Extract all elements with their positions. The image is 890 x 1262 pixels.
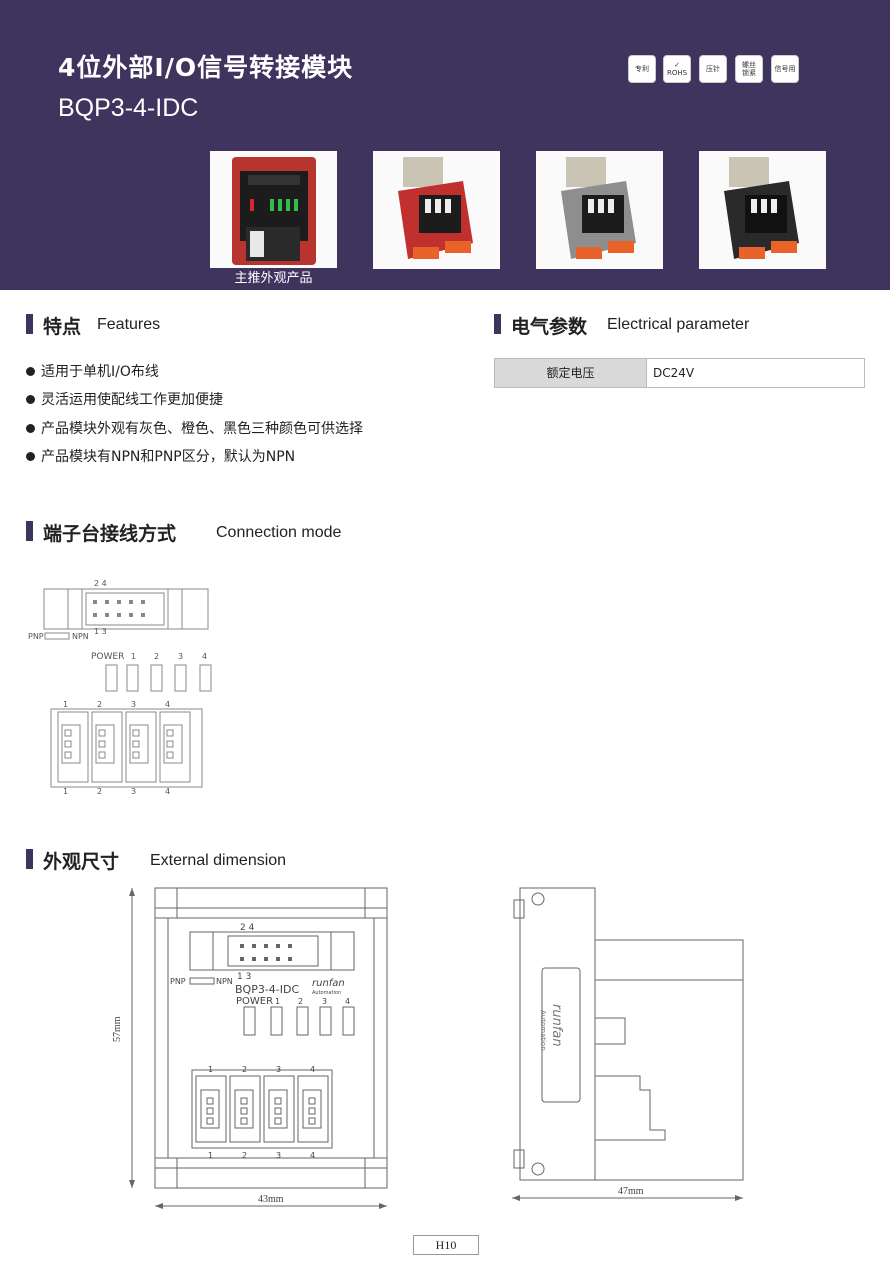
terminal-number-top: 1 — [208, 1065, 213, 1074]
rohs-badge-icon: ✓ROHS — [663, 55, 691, 83]
dimension-title: 外观尺寸 — [43, 851, 120, 873]
terminal-number-bottom: 2 — [242, 1151, 247, 1160]
led-number: 3 — [178, 652, 183, 661]
terminal-number-top: 4 — [165, 700, 170, 709]
pin-label-bottom: 1 3 — [94, 627, 107, 636]
connection-diagram: 2 4 1 3 PNP NPN POWER 1 2 3 4 1 2 3 4 1 … — [28, 579, 212, 796]
brand-logo: runfan — [549, 1004, 564, 1047]
pin-label-top: 2 4 — [240, 923, 255, 933]
press-pin-badge-icon: 压针 — [699, 55, 727, 83]
product-photo-gray — [536, 151, 663, 269]
terminal-number-bottom: 1 — [63, 787, 68, 796]
terminal-number-top: 4 — [310, 1065, 315, 1074]
param-value: DC24V — [653, 366, 695, 380]
features-title: 特点 — [43, 316, 82, 338]
electrical-title: 电气参数 — [511, 316, 588, 338]
pnp-label: PNP — [170, 977, 186, 986]
photo-caption: 主推外观产品 — [210, 268, 337, 290]
product-photo-red — [373, 151, 500, 269]
terminal-number-bottom: 2 — [97, 787, 102, 796]
connection-title-en: Connection mode — [216, 524, 342, 541]
terminal-number-bottom: 4 — [310, 1151, 315, 1160]
brand-sub: Automation — [312, 990, 341, 996]
npn-label: NPN — [216, 977, 233, 986]
terminal-number-bottom: 3 — [276, 1151, 281, 1160]
feature-item: 产品模块外观有灰色、橙色、黑色三种颜色可供选择 — [26, 418, 363, 438]
features-title-en: Features — [97, 316, 161, 333]
width-dimension: 43mm — [258, 1194, 284, 1205]
electrical-table: 额定电压 DC24V — [494, 358, 865, 388]
terminal-number-bottom: 4 — [165, 787, 170, 796]
features-section-marker — [26, 314, 33, 334]
led-number: 1 — [131, 652, 136, 661]
power-label: POWER — [236, 996, 273, 1007]
signal-badge-icon: 信号用 — [771, 55, 799, 83]
pin-label-bottom: 1 3 — [237, 972, 251, 982]
pnp-label: PNP — [28, 632, 44, 641]
led-number: 1 — [275, 997, 280, 1006]
front-view-drawing: 2 4 1 3 PNP NPN BQP3-4-IDC runfan Automa… — [112, 887, 388, 1209]
power-label: POWER — [91, 652, 124, 662]
terminal-number-bottom: 3 — [131, 787, 136, 796]
terminal-number-top: 1 — [63, 700, 68, 709]
page-code: H10 — [413, 1235, 479, 1255]
electrical-section-marker — [494, 314, 501, 334]
model-label: BQP3-4-IDC — [235, 983, 299, 996]
led-number: 3 — [322, 997, 327, 1006]
electrical-title-en: Electrical parameter — [607, 316, 750, 333]
terminal-number-bottom: 1 — [208, 1151, 213, 1160]
feature-item: 适用于单机I/O布线 — [26, 361, 159, 381]
terminal-number-top: 3 — [131, 700, 136, 709]
param-key: 额定电压 — [495, 359, 647, 387]
brand-sub: Automation — [539, 1010, 547, 1051]
terminal-number-top: 2 — [97, 700, 102, 709]
screw-lock-badge-icon: 螺丝锁紧 — [735, 55, 763, 83]
depth-dimension: 47mm — [618, 1186, 644, 1197]
brand-logo: runfan — [312, 978, 345, 989]
product-photo-main — [210, 151, 337, 269]
side-view-drawing: runfan Automation 47mm — [512, 887, 744, 1201]
feature-item: 灵活运用使配线工作更加便捷 — [26, 389, 223, 409]
height-dimension: 57mm — [112, 1016, 123, 1042]
led-number: 2 — [154, 652, 159, 661]
terminal-number-top: 3 — [276, 1065, 281, 1074]
model-number: BQP3-4-IDC — [58, 94, 199, 122]
dimension-section-marker — [26, 849, 33, 869]
feature-item: 产品模块有NPN和PNP区分，默认为NPN — [26, 446, 295, 466]
led-number: 4 — [202, 652, 207, 661]
dimension-title-en: External dimension — [150, 852, 287, 869]
npn-label: NPN — [72, 632, 89, 641]
connection-section-marker — [26, 521, 33, 541]
patent-badge-icon: 专利 — [628, 55, 656, 83]
terminal-number-top: 2 — [242, 1065, 247, 1074]
pin-label-top: 2 4 — [94, 579, 107, 588]
led-number: 2 — [298, 997, 303, 1006]
product-photo-black — [699, 151, 826, 269]
connection-title: 端子台接线方式 — [43, 523, 177, 545]
page-title: 4位外部I/O信号转接模块 — [58, 53, 354, 82]
led-number: 4 — [345, 997, 350, 1006]
